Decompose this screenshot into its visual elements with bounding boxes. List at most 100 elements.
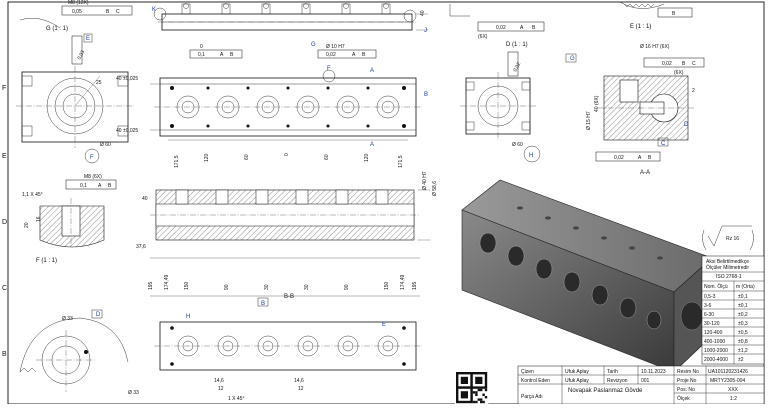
qr-module: [475, 400, 478, 404]
svg-text:B: B: [648, 155, 652, 161]
svg-text:(6X): (6X): [478, 34, 488, 40]
svg-text:E (1 : 1): E (1 : 1): [630, 24, 651, 30]
callout-d-aa: D: [684, 122, 689, 128]
qr-module: [475, 393, 478, 396]
svg-text:150: 150: [384, 281, 390, 290]
svg-text:B-B: B-B: [284, 294, 294, 300]
svg-text:60: 60: [324, 154, 330, 160]
svg-text:C: C: [116, 9, 120, 15]
svg-text:Ölçüler Milimetredir: Ölçüler Milimetredir: [706, 264, 749, 271]
qr-module: [472, 391, 476, 394]
svg-text:Ø 10 H7: Ø 10 H7: [326, 44, 345, 50]
svg-text:A: A: [98, 183, 102, 189]
svg-text:0,1: 0,1: [80, 183, 87, 189]
svg-text:3-6: 3-6: [704, 303, 711, 309]
qr-module: [477, 398, 480, 401]
svg-text:12: 12: [218, 386, 224, 392]
svg-text:195: 195: [148, 281, 154, 290]
tolerance-rows: 0,5-3 ±0,1 3-6 ±0,1 6-30 ±0,2 30-120 ±0,…: [702, 294, 764, 363]
pos-value: XXX: [728, 387, 739, 393]
svg-text:120: 120: [204, 153, 210, 162]
project-value: MRTY2305-004: [710, 378, 745, 384]
fcf-f-detail: [65, 179, 117, 190]
callout-b-bb: B: [261, 301, 265, 307]
callout-e-bottom: E: [382, 322, 386, 328]
svg-text:B: B: [230, 52, 234, 58]
svg-text:40 ±0,025: 40 ±0,025: [116, 128, 138, 134]
svg-text:1,1 X 45°: 1,1 X 45°: [22, 192, 43, 198]
part-name: Novapak Paslanmaz Gövde: [568, 388, 643, 394]
zone-row-label: D: [2, 219, 7, 226]
surface-roughness-symbol: Rz 16: [702, 225, 754, 251]
zone-labels: F E D C B: [2, 85, 7, 358]
zone-row-label: F: [2, 85, 6, 92]
qr-module: [484, 396, 488, 399]
left-side-view: 0,03 E 25 F Ø 60: [16, 33, 134, 164]
svg-text:0: 0: [284, 153, 290, 156]
callout-k: K: [152, 7, 156, 13]
svg-text:195: 195: [412, 281, 418, 290]
callout-f-front: F: [327, 66, 331, 72]
fcf-aa: [643, 57, 705, 68]
qr-module: [472, 400, 476, 404]
bottom-dim-row: 195 174,49 150 90 30 30 90 150 174,49 19…: [148, 274, 418, 290]
svg-text:40 ±0,025: 40 ±0,025: [116, 76, 138, 82]
zone-row-label: E: [2, 153, 7, 160]
callout-d-bottom: D: [96, 312, 101, 318]
svg-text:Ø 33: Ø 33: [62, 316, 73, 322]
qr-finder: [460, 391, 468, 399]
svg-text:A: A: [352, 52, 356, 58]
pos-label: Pos. No: [677, 387, 695, 393]
revision-label: Revizyon: [607, 378, 628, 384]
callout-b-front: B: [424, 92, 428, 98]
svg-text:0,02: 0,02: [662, 61, 672, 67]
revision-value: 001: [641, 378, 650, 384]
svg-text:Ø 60: Ø 60: [512, 142, 523, 148]
svg-text:1 X 45°: 1 X 45°: [228, 396, 244, 402]
svg-text:A: A: [220, 52, 224, 58]
fcf-top-2: [189, 49, 243, 59]
svg-text:D (1 : 1): D (1 : 1): [506, 42, 528, 48]
section-aa-view: 0,02 G H Ø 60: [460, 51, 577, 163]
dim-thread-top: M8 (12X): [68, 0, 89, 6]
section-aa-cut: Ø 16 H7 (6X) 0,02 B C (6X) Ø 15 H7 40 (6…: [586, 44, 705, 176]
top-view: K J G M8 (12X) 0,05 B C 0 0,1 A B Ø 10 H…: [61, 0, 428, 59]
isometric-view: [461, 179, 713, 373]
callout-h-aa: H: [529, 153, 533, 159]
drawing-no-label: Resim No: [677, 369, 699, 375]
svg-text:400-1000: 400-1000: [704, 339, 725, 345]
front-view: 40 ±0,025 40 ±0,025 F A A B 171,5 120 60…: [116, 66, 428, 168]
svg-text:40 (6X): 40 (6X): [594, 95, 600, 112]
svg-text:Ø 40 H7: Ø 40 H7: [422, 171, 428, 190]
svg-text:171,5: 171,5: [398, 155, 404, 168]
checked-label: Kontrol Eden: [521, 378, 550, 384]
detail-e-top: B E (1 : 1): [619, 1, 693, 30]
svg-text:F (1 : 1): F (1 : 1): [36, 258, 57, 264]
svg-text:150: 150: [184, 281, 190, 290]
svg-text:60: 60: [244, 154, 250, 160]
svg-text:ISO 2768-1: ISO 2768-1: [716, 274, 742, 280]
detail-g-top: G (1 : 1): [19, 18, 68, 32]
callout-f-left: F: [90, 155, 94, 161]
title-block: Çizen Ufuk Aplay Tarih 10.11.2023 Resim …: [517, 365, 765, 405]
svg-text:2: 2: [692, 88, 695, 94]
svg-text:6-30: 6-30: [704, 312, 714, 318]
svg-text:0: 0: [200, 44, 203, 50]
section-bb-long: 40 37,6 Ø 40 H7 Ø 58,6 195 174,49 150 90…: [136, 171, 438, 307]
qr-code: [455, 371, 489, 405]
qr-module: [475, 391, 478, 394]
checked-by: Ufuk Aplay: [565, 378, 589, 384]
svg-text:Rz 16: Rz 16: [726, 236, 739, 242]
svg-text:30-120: 30-120: [704, 321, 720, 327]
svg-text:±2: ±2: [738, 357, 744, 363]
callout-a-front: A: [370, 68, 374, 74]
svg-text:Nom. Ölçü: Nom. Ölçü: [704, 283, 728, 290]
svg-text:±0,1: ±0,1: [738, 303, 748, 309]
svg-text:1000-2000: 1000-2000: [704, 348, 728, 354]
qr-module: [482, 393, 485, 396]
zone-row-label: C: [2, 285, 7, 292]
svg-text:B: B: [682, 61, 686, 67]
svg-text:B: B: [106, 9, 110, 15]
